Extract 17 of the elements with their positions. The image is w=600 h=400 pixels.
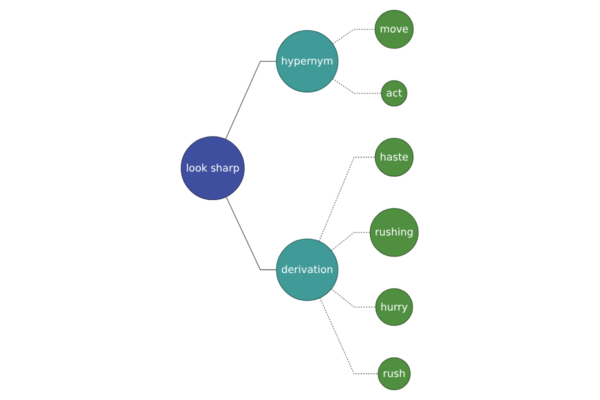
node-circle: hypernym	[276, 30, 339, 92]
node-circle: haste	[375, 138, 414, 177]
node-circle: hurry	[376, 288, 414, 326]
node-circle: derivation	[276, 238, 339, 301]
connector	[332, 28, 376, 44]
node-circle: move	[375, 10, 414, 49]
connector	[331, 288, 376, 308]
connector	[332, 78, 382, 94]
connector	[226, 196, 278, 270]
connector	[319, 156, 376, 242]
connector	[331, 232, 371, 251]
node-circle: act	[381, 80, 408, 106]
node-circle: rushing	[370, 208, 419, 257]
connector	[226, 60, 277, 140]
node-circle: look sharp	[181, 136, 245, 200]
node-circle: rush	[378, 357, 411, 390]
connector	[320, 298, 379, 374]
